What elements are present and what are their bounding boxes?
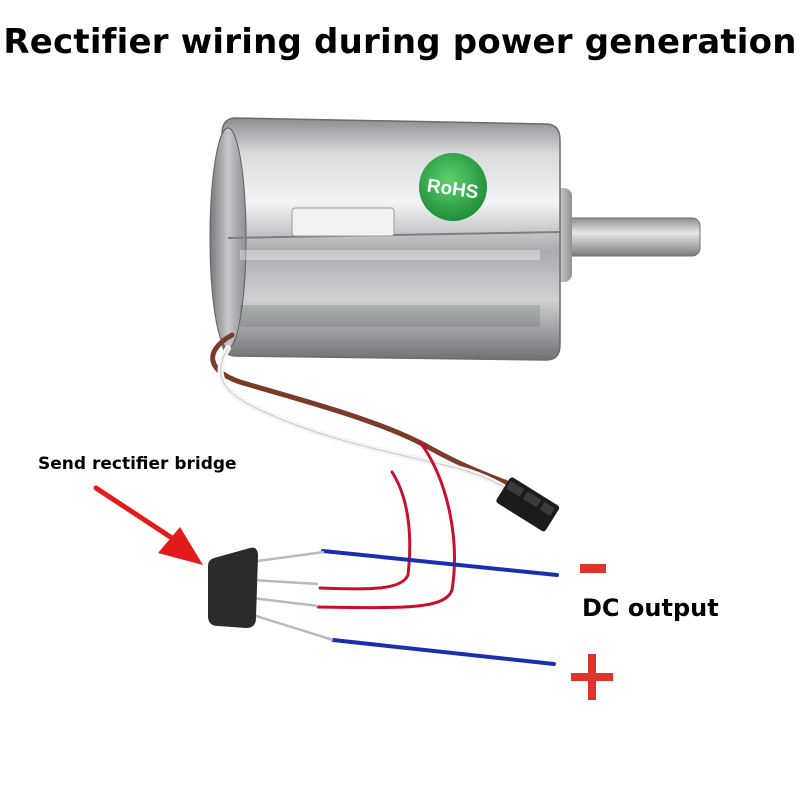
callout-arrow: [93, 485, 203, 565]
connector-plug: [496, 477, 560, 532]
brown-lead: [210, 332, 523, 491]
ac-wires: [316, 440, 456, 610]
rectifier-leg-2: [251, 578, 319, 586]
dc-negative-wire: [321, 549, 559, 577]
dc-wires: [321, 549, 559, 666]
dc-motor: RoHS: [209, 117, 701, 361]
rectifier-body: [208, 547, 258, 628]
motor-tab: [291, 207, 395, 237]
rectifier-leg-4: [249, 612, 334, 642]
motor-leads: [210, 332, 523, 495]
motor-highlight: [240, 250, 540, 260]
page-title: Rectifier wiring during power generation: [3, 22, 797, 62]
rohs-badge: [419, 153, 487, 221]
ac-wire-1: [318, 470, 412, 591]
rectifier-leg-1: [249, 550, 325, 564]
white-lead-outline: [220, 347, 513, 493]
motor-shadow-band: [240, 305, 540, 327]
minus-sign: [580, 564, 606, 573]
dc-positive-wire: [331, 638, 556, 666]
rectifier-bridge: [208, 547, 334, 642]
motor-shaft: [559, 217, 701, 257]
ac-wire-2: [316, 440, 456, 610]
rectifier-leg-3: [251, 596, 319, 608]
rectifier-callout-label: Send rectifier bridge: [38, 454, 237, 474]
plus-sign: [571, 654, 613, 700]
dc-output-label: DC output: [582, 594, 719, 622]
